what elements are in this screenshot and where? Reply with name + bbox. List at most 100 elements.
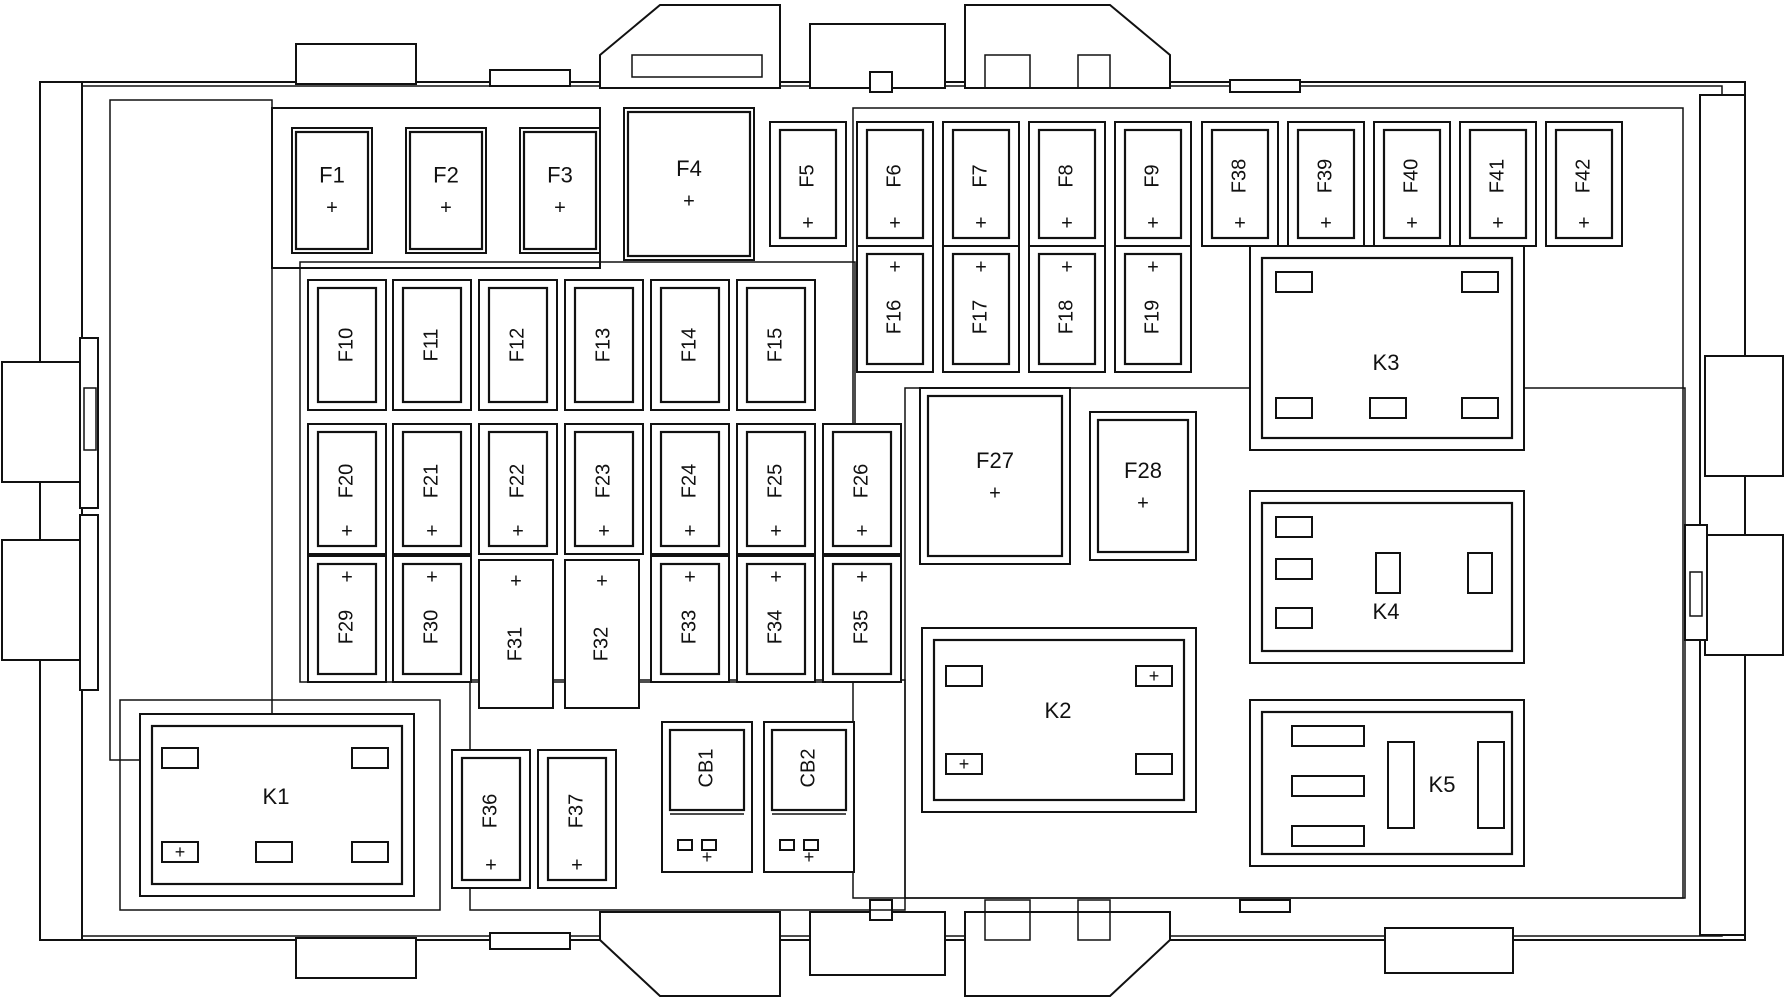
fuse-f31-label: F31 — [504, 627, 526, 661]
fuse-f41-slot[interactable]: F41+ — [1459, 121, 1537, 247]
fuse-f16-slot[interactable]: F16+ — [856, 245, 934, 373]
fuse-f34-slot[interactable]: F34+ — [736, 555, 816, 683]
relay-k2-pin — [945, 753, 983, 775]
fuse-f34-plus: + — [770, 566, 782, 588]
fuse-f18-slot[interactable]: F18+ — [1028, 245, 1106, 373]
fuse-f35-slot[interactable]: F35+ — [822, 555, 902, 683]
fuse-f5-plus: + — [802, 212, 814, 234]
relay-k1-pin-plus: + — [175, 842, 186, 862]
relay-k2-pin-plus: + — [1149, 666, 1160, 686]
fuse-f3-slot[interactable]: F3+ — [519, 127, 601, 254]
fuse-f11-slot[interactable]: F11 — [392, 279, 472, 411]
fuse-f33-slot[interactable]: F33+ — [650, 555, 730, 683]
relay-k5-pin — [1387, 741, 1415, 829]
fuse-f8-plus: + — [1061, 212, 1073, 234]
fuse-f6-label: F6 — [883, 164, 905, 187]
fuse-f39-slot[interactable]: F39+ — [1287, 121, 1365, 247]
fuse-f40-plus: + — [1406, 212, 1418, 234]
top-connector-a — [599, 4, 781, 89]
fuse-f10-slot[interactable]: F10 — [307, 279, 387, 411]
fuse-f23-slot[interactable]: F23+ — [564, 423, 644, 555]
fuse-f27-label: F27 — [976, 448, 1014, 473]
bottom-tab-left — [295, 937, 417, 979]
right-rail — [1699, 94, 1746, 936]
fuse-f29-plus: + — [341, 566, 353, 588]
fuse-f15-label: F15 — [764, 328, 786, 362]
fuse-f24-slot[interactable]: F24+ — [650, 423, 730, 555]
fuse-f3-plus: + — [554, 197, 566, 219]
breaker-cb2[interactable]: CB2+ — [763, 721, 855, 873]
left-rail — [39, 81, 83, 941]
relay-k5-pin — [1291, 825, 1365, 847]
relay-k2[interactable]: + + K2 — [921, 627, 1197, 813]
relay-k4[interactable]: K4 — [1249, 490, 1525, 664]
breaker-cb1[interactable]: CB1+ — [661, 721, 753, 873]
fuse-f15-slot[interactable]: F15 — [736, 279, 816, 411]
fuse-f30-slot[interactable]: F30 + — [392, 555, 472, 683]
fuse-f30-label: F30 — [420, 610, 442, 644]
bottom-connector-b — [809, 911, 946, 976]
fuse-f14-slot[interactable]: F14 — [650, 279, 730, 411]
fuse-f27-slot[interactable]: F27 + — [919, 387, 1071, 565]
relay-k3-pin — [1461, 271, 1499, 293]
fuse-f17-slot[interactable]: F17+ — [942, 245, 1020, 373]
fuse-f7-slot[interactable]: F7+ — [942, 121, 1020, 247]
fuse-f39-label: F39 — [1314, 159, 1336, 193]
fuse-f25-slot[interactable]: F25+ — [736, 423, 816, 555]
fuse-f28-plus: + — [1137, 492, 1149, 514]
fuse-f1-slot[interactable]: F1+ — [291, 127, 373, 254]
fuse-f6-slot[interactable]: F6+ — [856, 121, 934, 247]
fuse-f4-slot[interactable]: F4+ — [623, 107, 755, 261]
fuse-f24-label: F24 — [678, 464, 700, 498]
relay-k2-pin — [945, 665, 983, 687]
bottom-tab-right — [1384, 927, 1514, 974]
fuse-f29-slot[interactable]: F29 + — [307, 555, 387, 683]
fuse-f36-slot[interactable]: F36+ — [451, 749, 531, 889]
fuse-f33-plus: + — [684, 566, 696, 588]
fuse-f30-plus: + — [426, 566, 438, 588]
fuse-f19-slot[interactable]: F19+ — [1114, 245, 1192, 373]
fuse-f28-label: F28 — [1124, 458, 1162, 483]
relay-k5[interactable]: K5 — [1249, 699, 1525, 867]
right-connector-lower — [1704, 534, 1784, 656]
fuse-f21-slot[interactable]: F21+ — [392, 423, 472, 555]
fuse-f5-slot[interactable]: F5+ — [769, 121, 847, 247]
relay-k1[interactable]: +K1 — [139, 713, 415, 897]
fuse-f20-slot[interactable]: F20+ — [307, 423, 387, 555]
relay-k2-label: K2 — [1045, 698, 1072, 723]
relay-k3[interactable]: K3 — [1249, 245, 1525, 451]
fuse-f42-slot[interactable]: F42+ — [1545, 121, 1623, 247]
fuse-f17-plus: + — [975, 256, 987, 278]
fuse-f26-slot[interactable]: F26+ — [822, 423, 902, 555]
fuse-f28-slot[interactable]: F28 + — [1089, 411, 1197, 561]
fuse-f12-slot[interactable]: F12 — [478, 279, 558, 411]
fuse-f16-plus: + — [889, 256, 901, 278]
fuse-f19-label: F19 — [1141, 300, 1163, 334]
fuse-f8-slot[interactable]: F8+ — [1028, 121, 1106, 247]
fuse-f31-slot[interactable]: +F31 — [478, 559, 554, 709]
fuse-f4-plus: + — [683, 190, 695, 212]
left-connector-upper — [1, 361, 81, 483]
fuse-f10-label: F10 — [335, 328, 357, 362]
fuse-f40-slot[interactable]: F40+ — [1373, 121, 1451, 247]
fuse-f22-slot[interactable]: F22+ — [478, 423, 558, 555]
fuse-f35-plus: + — [856, 566, 868, 588]
fuse-f41-plus: + — [1492, 212, 1504, 234]
fuse-f37-slot[interactable]: F37+ — [537, 749, 617, 889]
relay-k3-pin — [1369, 397, 1407, 419]
relay-k4-pin — [1275, 607, 1313, 629]
fuse-f27-plus: + — [989, 482, 1001, 504]
fuse-f32-plus: + — [596, 570, 608, 592]
fuse-f13-slot[interactable]: F13 — [564, 279, 644, 411]
fuse-f9-slot[interactable]: F9+ — [1114, 121, 1192, 247]
relay-k3-label: K3 — [1373, 350, 1400, 375]
relay-k3-pin — [1275, 271, 1313, 293]
fuse-f18-label: F18 — [1055, 300, 1077, 334]
fuse-f38-slot[interactable]: F38+ — [1201, 121, 1279, 247]
fuse-f42-label: F42 — [1572, 159, 1594, 193]
fuse-f32-slot[interactable]: +F32 — [564, 559, 640, 709]
fuse-f2-slot[interactable]: F2+ — [405, 127, 487, 254]
fuse-f25-plus: + — [770, 520, 782, 542]
fuse-f29-label: F29 — [335, 610, 357, 644]
relay-k2-pin-plus: + — [959, 754, 970, 774]
